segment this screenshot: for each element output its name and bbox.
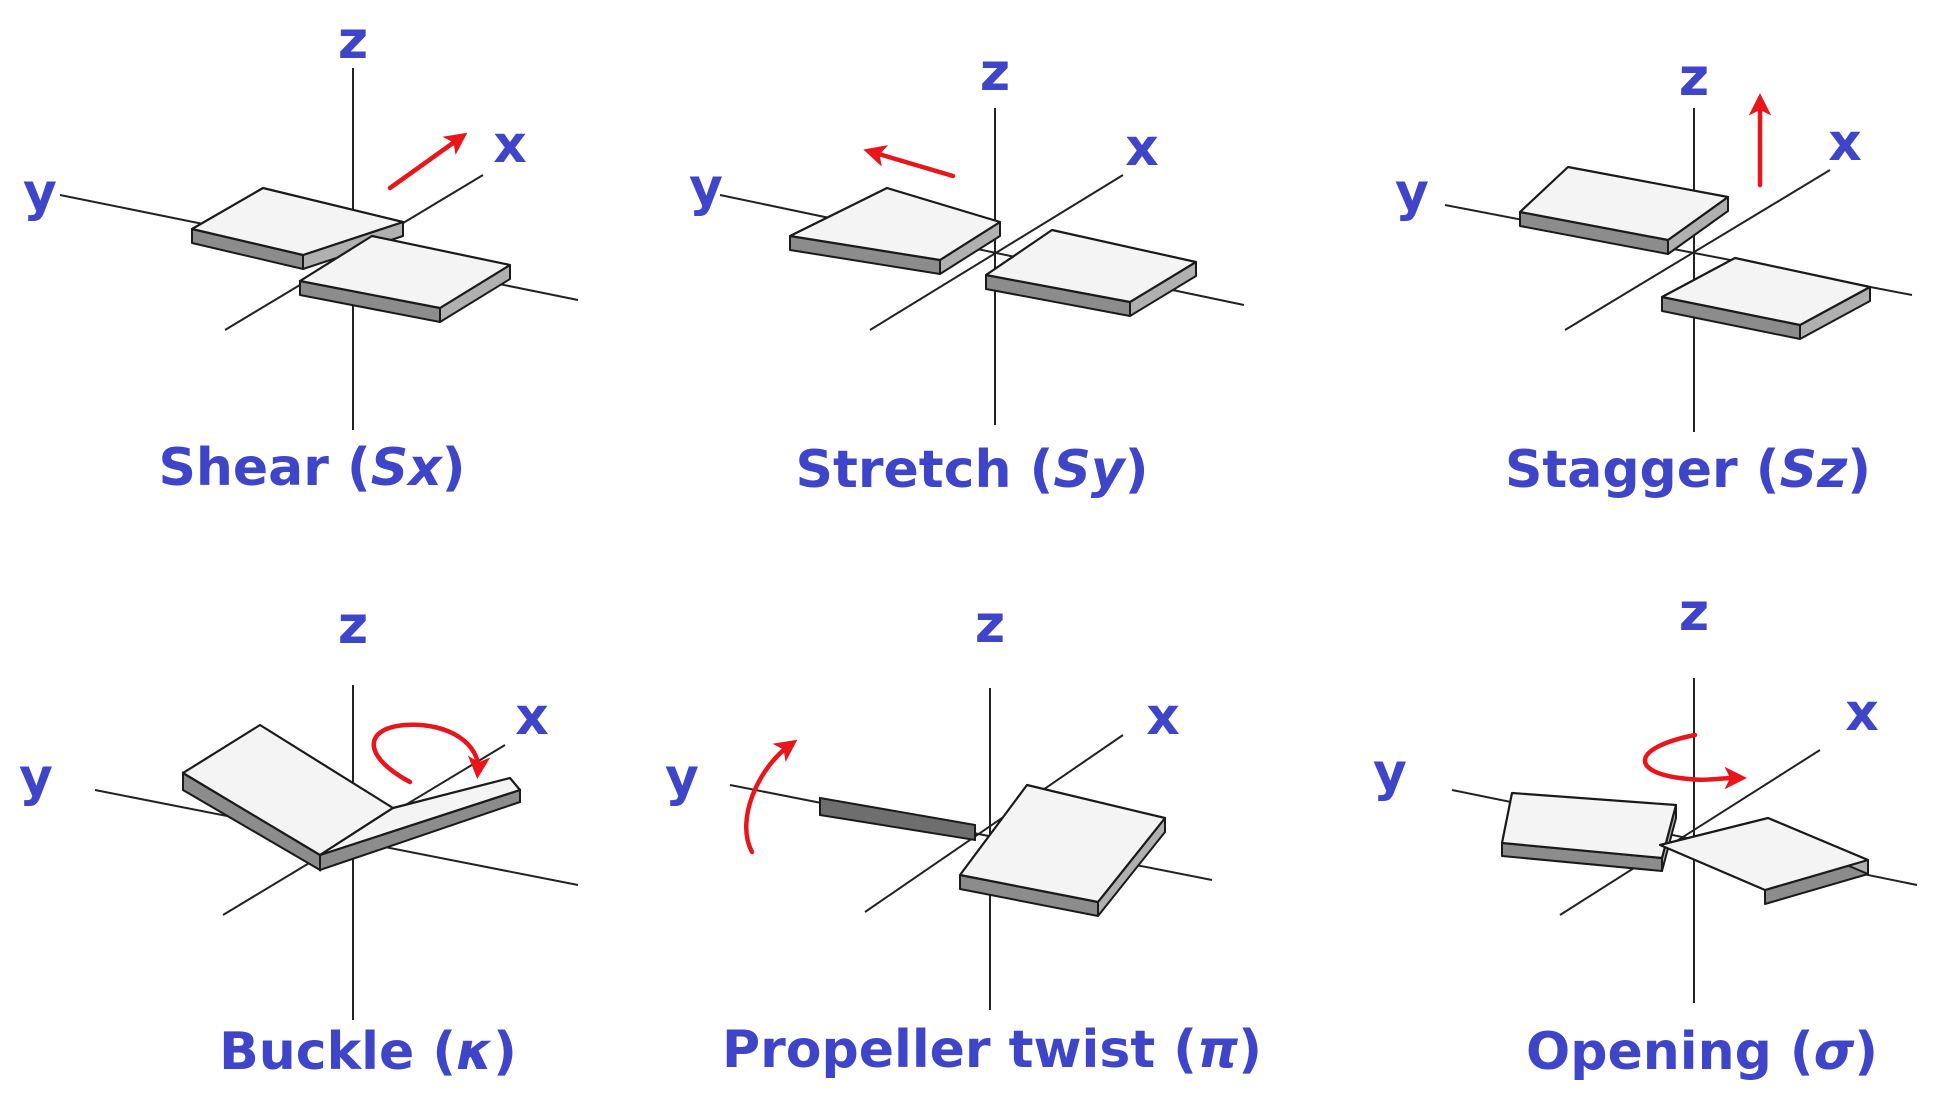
caption-name: Propeller twist xyxy=(722,1020,1156,1080)
panel-stretch: z y x xyxy=(689,43,1245,425)
plate-top-face xyxy=(190,186,405,257)
caption-name: Buckle xyxy=(219,1022,415,1082)
x-axis-label: x xyxy=(1146,687,1180,747)
z-axis-label: z xyxy=(1679,583,1709,643)
panel-opening: z y x xyxy=(1373,583,1918,1003)
panel-buckle: z y x xyxy=(19,596,579,1020)
plate-right xyxy=(984,228,1198,317)
plate-right-top xyxy=(318,776,522,857)
plate-top-face xyxy=(1500,791,1678,860)
shear-arrow xyxy=(387,132,468,191)
plate-top-face xyxy=(788,186,1002,262)
caption-stagger: Stagger (Sz) xyxy=(1504,440,1872,500)
opening-arrow xyxy=(1642,732,1747,790)
plate-left xyxy=(1500,791,1678,872)
x-axis-label: x xyxy=(515,687,549,747)
y-axis-label: y xyxy=(665,748,699,808)
y-axis-label: y xyxy=(19,748,53,808)
z-axis-label: z xyxy=(975,595,1005,655)
caption-buckle: Buckle (κ) xyxy=(219,1022,517,1082)
propeller-arrow xyxy=(744,739,798,855)
stretch-arrow xyxy=(863,145,956,179)
x-axis-line xyxy=(1559,749,1821,916)
panel-shear: z y x xyxy=(23,11,579,430)
y-axis-label: y xyxy=(1373,743,1407,803)
x-axis-label: x xyxy=(1845,683,1879,743)
plate-top-face xyxy=(1518,165,1730,242)
plate-right xyxy=(958,783,1167,917)
plate-top-face xyxy=(1660,256,1872,327)
x-axis-line xyxy=(869,174,1124,331)
caption-symbol: σ xyxy=(1813,1022,1855,1082)
caption-name: Stretch xyxy=(795,440,1012,500)
panel-propeller: z y x xyxy=(665,595,1213,1010)
plate-left xyxy=(788,186,1002,275)
caption-symbol: Sz xyxy=(1779,440,1848,500)
plate-upper xyxy=(1518,165,1730,255)
caption-name: Shear xyxy=(158,438,329,498)
plate-left xyxy=(190,186,405,270)
plate-top-face xyxy=(1658,816,1870,892)
caption-symbol: Sx xyxy=(370,438,442,498)
plate-top-face xyxy=(984,228,1198,304)
plate-right xyxy=(1658,816,1870,905)
caption-stretch: Stretch (Sy) xyxy=(795,440,1149,500)
caption-name: Stagger xyxy=(1504,440,1738,500)
z-axis-label: z xyxy=(980,43,1010,103)
plate-left-edge xyxy=(819,796,976,842)
x-axis-line xyxy=(864,734,1124,913)
caption-propeller: Propeller twist (π) xyxy=(722,1020,1262,1080)
z-axis-label: z xyxy=(1679,48,1709,108)
z-axis-label: z xyxy=(338,11,368,71)
caption-symbol: Sy xyxy=(1053,440,1125,500)
z-axis-label: z xyxy=(338,596,368,656)
plate-lower xyxy=(1660,256,1872,340)
y-axis-label: y xyxy=(23,163,57,223)
panel-stagger: z y x xyxy=(1395,48,1913,432)
x-axis-label: x xyxy=(493,115,527,175)
caption-opening: Opening (σ) xyxy=(1526,1022,1878,1082)
x-axis-label: x xyxy=(1125,118,1159,178)
x-axis-line xyxy=(1564,169,1831,331)
caption-symbol: π xyxy=(1197,1020,1239,1080)
plate-top-face xyxy=(958,783,1167,904)
caption-shear: Shear (Sx) xyxy=(158,438,466,498)
y-axis-label: y xyxy=(689,158,723,218)
plate-top-face xyxy=(298,234,512,310)
caption-symbol: κ xyxy=(456,1022,494,1082)
plate-right xyxy=(298,234,512,323)
y-axis-label: y xyxy=(1395,163,1429,223)
x-axis-label: x xyxy=(1828,113,1862,173)
buckle-arrow xyxy=(371,722,491,785)
caption-name: Opening xyxy=(1526,1022,1772,1082)
